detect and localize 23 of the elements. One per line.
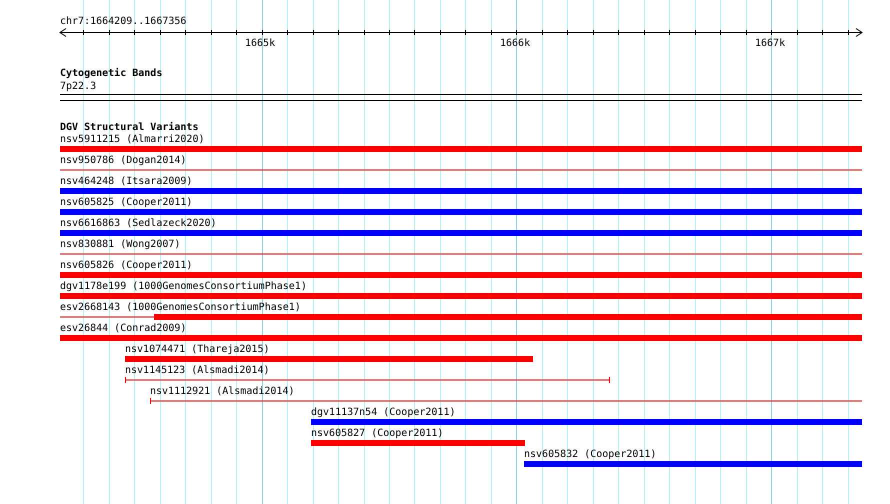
tick-label: 1666k (500, 38, 530, 49)
tick-label: 1667k (755, 38, 786, 49)
variant-label: nsv605825 (Cooper2011) (60, 197, 192, 208)
variant-label: nsv830881 (Wong2007) (60, 239, 180, 250)
variant-label: nsv605827 (Cooper2011) (311, 428, 444, 439)
variant-label: dgv1178e199 (1000GenomesConsortiumPhase1) (60, 281, 307, 292)
variant-label: esv26844 (Conrad2009) (60, 323, 186, 334)
variant-label: nsv464248 (Itsara2009) (60, 176, 192, 187)
variant-label: dgv11137n54 (Cooper2011) (311, 407, 456, 418)
variant-label: nsv605826 (Cooper2011) (60, 260, 192, 271)
band-label: 7p22.3 (60, 81, 96, 92)
variant-label: esv2668143 (1000GenomesConsortiumPhase1) (60, 302, 301, 313)
coordinate-label: chr7:1664209..1667356 (60, 16, 186, 27)
variant-label: nsv605832 (Cooper2011) (524, 449, 656, 460)
tick-label: 1665k (245, 38, 276, 49)
variant-label: nsv950786 (Dogan2014) (60, 155, 186, 166)
variant-label: nsv1074471 (Thareja2015) (125, 344, 270, 355)
track-title: Cytogenetic Bands (60, 68, 162, 79)
variant-label: nsv1145123 (Alsmadi2014) (125, 365, 270, 376)
variant-label: nsv1112921 (Alsmadi2014) (150, 386, 294, 397)
variant-label: nsv5911215 (Almarri2020) (60, 134, 204, 145)
track-title: DGV Structural Variants (60, 122, 198, 133)
variant-label: nsv6616863 (Sedlazeck2020) (60, 218, 217, 229)
